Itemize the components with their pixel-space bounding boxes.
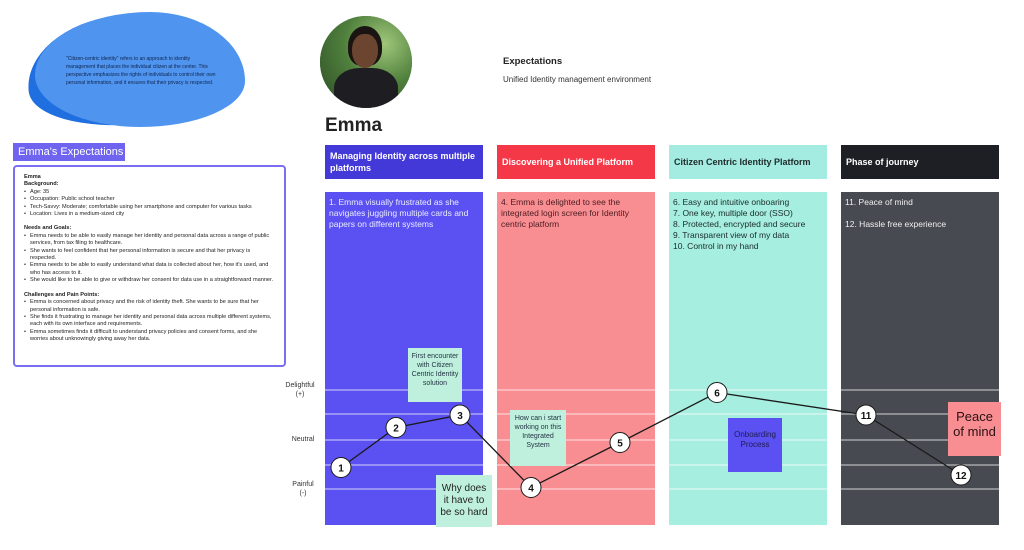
stage-header-4: Phase of journey bbox=[841, 145, 999, 179]
needs-list: Emma needs to be able to easily manage h… bbox=[24, 233, 275, 285]
expectations-heading: Expectations bbox=[503, 56, 562, 67]
stage-item: 11. Peace of mind bbox=[845, 197, 995, 208]
stage-item: 12. Hassle free experience bbox=[845, 219, 995, 230]
painful-text: Painful bbox=[283, 480, 323, 489]
persona-name: Emma bbox=[325, 115, 382, 137]
stage-item: 9. Transparent view of my data bbox=[673, 230, 823, 241]
stage-item: 8. Protected, encrypted and secure bbox=[673, 219, 823, 230]
stage-item: 4. Emma is delighted to see the integrat… bbox=[501, 197, 651, 230]
stage-column-2: 4. Emma is delighted to see the integrat… bbox=[497, 192, 655, 525]
pain-heading: Challenges and Pain Points: bbox=[24, 292, 275, 299]
sticky-note-how-can-i: How can i start working on this Integrat… bbox=[510, 410, 566, 466]
list-item: Age: 35 bbox=[24, 189, 275, 196]
stage-item: 6. Easy and intuitive onboaring bbox=[673, 197, 823, 208]
list-item: She finds it frustrating to manage her i… bbox=[24, 314, 275, 329]
stage-item: 7. One key, multiple door (SSO) bbox=[673, 208, 823, 219]
stage-header-1: Managing Identity across multiple platfo… bbox=[325, 145, 483, 179]
sticky-note-peace-of-mind: Peace of mind bbox=[948, 402, 1001, 456]
painful-sign: (-) bbox=[283, 489, 323, 498]
expectations-title: Emma's Expectations bbox=[13, 143, 125, 161]
list-item: Tech-Savvy: Moderate; comfortable using … bbox=[24, 204, 275, 211]
delightful-text: Delightful bbox=[280, 381, 320, 390]
persona-profile-card: Emma Background: Age: 35 Occupation: Pub… bbox=[13, 165, 286, 367]
stage-item: 10. Control in my hand bbox=[673, 241, 823, 252]
list-item: She would like to be able to give or wit… bbox=[24, 277, 275, 284]
neutral-label: Neutral bbox=[283, 435, 323, 444]
stage-column-4: 11. Peace of mind 12. Hassle free experi… bbox=[841, 192, 999, 525]
list-item: Emma needs to be able to easily understa… bbox=[24, 262, 275, 277]
background-list: Age: 35 Occupation: Public school teache… bbox=[24, 189, 275, 219]
stage-column-3: 6. Easy and intuitive onboaring 7. One k… bbox=[669, 192, 827, 525]
stage-header-2: Discovering a Unified Platform bbox=[497, 145, 655, 179]
list-item: Emma is concerned about privacy and the … bbox=[24, 299, 275, 314]
profile-name: Emma bbox=[24, 174, 275, 181]
list-item: Emma sometimes finds it difficult to und… bbox=[24, 329, 275, 344]
background-heading: Background: bbox=[24, 181, 275, 188]
list-item: Location: Lives in a medium-sized city bbox=[24, 211, 275, 218]
pain-list: Emma is concerned about privacy and the … bbox=[24, 299, 275, 343]
list-item: Emma needs to be able to easily manage h… bbox=[24, 233, 275, 248]
expectations-subtitle: Unified Identity management environment bbox=[503, 75, 651, 84]
sticky-note-onboarding: Onboarding Process bbox=[728, 418, 782, 472]
delightful-label: Delightful (+) bbox=[280, 381, 320, 399]
painful-label: Painful (-) bbox=[283, 480, 323, 498]
list-item: Occupation: Public school teacher bbox=[24, 196, 275, 203]
stage-header-3: Citizen Centric Identity Platform bbox=[669, 145, 827, 179]
stage-item: 1. Emma visually frustrated as she navig… bbox=[329, 197, 479, 230]
sticky-note-why-hard: Why does it have to be so hard bbox=[436, 475, 492, 527]
avatar bbox=[320, 16, 412, 108]
delightful-sign: (+) bbox=[280, 390, 320, 399]
sticky-note-first-encounter: First encounter with Citizen Centric Ide… bbox=[408, 348, 462, 402]
needs-heading: Needs and Goals: bbox=[24, 225, 275, 232]
list-item: She wants to feel confident that her per… bbox=[24, 248, 275, 263]
definition-text: "Citizen-centric identity" refers to an … bbox=[66, 55, 216, 87]
